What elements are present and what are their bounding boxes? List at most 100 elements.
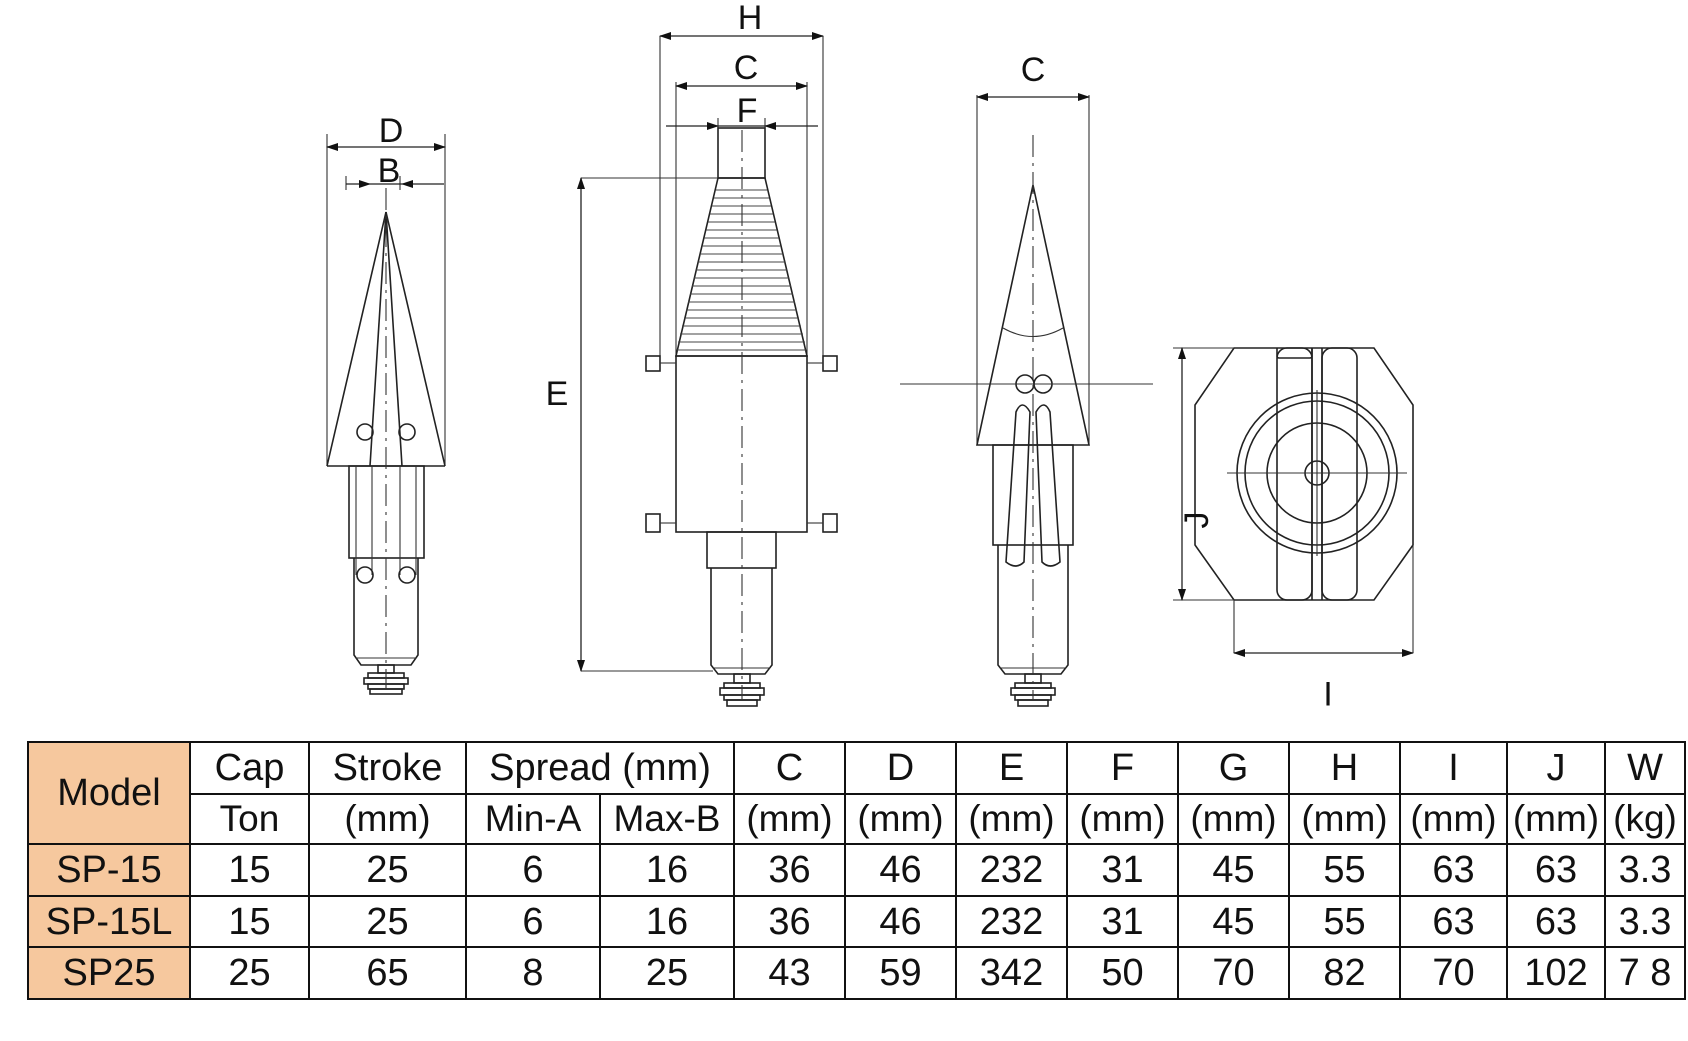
i-cell: 70 [1399, 946, 1508, 1000]
cap-cell: 15 [189, 894, 310, 949]
side-view: D B [326, 112, 446, 695]
g-cell: 45 [1177, 894, 1290, 949]
min-a-cell: 8 [465, 946, 601, 1000]
dimension-h: H [659, 0, 824, 40]
j-cell: 63 [1506, 894, 1606, 949]
i-cell: 63 [1399, 894, 1508, 949]
front-view: H C F E [546, 0, 838, 707]
model-cell: SP-15 [27, 843, 191, 897]
e-cell: 232 [955, 843, 1068, 897]
max-b-cell: 25 [599, 946, 735, 1000]
dimension-c-edge: C [976, 51, 1090, 101]
c-cell: 36 [733, 843, 846, 897]
h-cell: 55 [1288, 843, 1401, 897]
table-row: SP-15L 15 25 6 16 36 46 232 31 45 55 63 … [27, 894, 1686, 949]
dimension-label-b: B [378, 152, 401, 190]
d-cell: 46 [844, 894, 957, 949]
spec-table: Model Cap Stroke Spread (mm) C D E F G H… [27, 740, 1686, 1000]
header-w: W [1604, 741, 1686, 795]
header-spread: Spread (mm) [465, 741, 735, 795]
header-c: C [733, 741, 846, 795]
dimension-label-c-front: C [734, 49, 759, 87]
header-i: I [1399, 741, 1508, 795]
w-cell: 3.3 [1604, 894, 1686, 949]
g-cell: 70 [1177, 946, 1290, 1000]
header-d: D [844, 741, 957, 795]
header-sub-max-b: Max-B [599, 792, 735, 846]
header-row-sub: Ton (mm) Min-A Max-B (mm) (mm) (mm) (mm)… [28, 792, 1686, 846]
header-j: J [1506, 741, 1606, 795]
header-sub-j-unit: (mm) [1506, 792, 1606, 846]
dimension-b: B [346, 152, 444, 190]
max-b-cell: 16 [599, 894, 735, 949]
f-cell: 31 [1066, 843, 1179, 897]
header-sub-c-unit: (mm) [733, 792, 846, 846]
header-sub-e-unit: (mm) [955, 792, 1068, 846]
header-sub-min-a: Min-A [465, 792, 601, 846]
d-cell: 59 [844, 946, 957, 1000]
stroke-cell: 65 [308, 946, 467, 1000]
header-sub-ton: Ton [189, 792, 310, 846]
table-row: SP25 25 65 8 25 43 59 342 50 70 82 70 10… [27, 946, 1686, 1000]
header-cap: Cap [189, 741, 310, 795]
f-cell: 50 [1066, 946, 1179, 1000]
model-cell: SP-15L [27, 894, 191, 949]
edge-view: C [900, 51, 1153, 707]
header-f: F [1066, 741, 1179, 795]
max-b-cell: 16 [599, 843, 735, 897]
edge-view-outline [900, 95, 1153, 707]
header-sub-stroke-unit: (mm) [308, 792, 467, 846]
dimension-label-i: I [1323, 674, 1332, 712]
model-cell: SP25 [27, 946, 191, 1000]
j-cell: 63 [1506, 843, 1606, 897]
header-e: E [955, 741, 1068, 795]
cap-cell: 15 [189, 843, 310, 897]
dimension-c-front: C [675, 49, 808, 90]
c-cell: 36 [733, 894, 846, 949]
g-cell: 45 [1177, 843, 1290, 897]
dimension-label-h: H [738, 0, 763, 37]
dimension-label-d: D [379, 112, 404, 150]
dimension-d: D [326, 112, 446, 151]
e-cell: 342 [955, 946, 1068, 1000]
header-sub-d-unit: (mm) [844, 792, 957, 846]
min-a-cell: 6 [465, 894, 601, 949]
f-cell: 31 [1066, 894, 1179, 949]
side-view-outline [326, 134, 446, 695]
base-view: J I [1173, 347, 1414, 712]
header-model: Model [27, 740, 191, 846]
j-cell: 102 [1506, 946, 1606, 1000]
front-view-outline [581, 36, 838, 707]
stroke-cell: 25 [308, 843, 467, 897]
dimension-i: I [1233, 649, 1414, 712]
d-cell: 46 [844, 843, 957, 897]
c-cell: 43 [733, 946, 846, 1000]
header-g: G [1177, 741, 1290, 795]
w-cell: 3.3 [1604, 843, 1686, 897]
header-row-top: Model Cap Stroke Spread (mm) C D E F G H… [27, 740, 1686, 846]
stroke-cell: 25 [308, 894, 467, 949]
e-cell: 232 [955, 894, 1068, 949]
header-sub-i-unit: (mm) [1399, 792, 1508, 846]
header-sub-f-unit: (mm) [1066, 792, 1179, 846]
dimension-e: E [546, 177, 585, 672]
cap-cell: 25 [189, 946, 310, 1000]
h-cell: 55 [1288, 894, 1401, 949]
dimension-label-c-edge: C [1021, 51, 1046, 89]
header-h: H [1288, 741, 1401, 795]
dimension-label-e: E [546, 375, 569, 413]
dimension-f: F [666, 92, 818, 130]
dimension-label-f: F [737, 92, 758, 130]
min-a-cell: 6 [465, 843, 601, 897]
dimension-j: J [1178, 347, 1216, 601]
base-view-outline [1173, 347, 1414, 653]
h-cell: 82 [1288, 946, 1401, 1000]
header-sub-h-unit: (mm) [1288, 792, 1401, 846]
header-stroke: Stroke [308, 741, 467, 795]
header-sub-g-unit: (mm) [1177, 792, 1290, 846]
w-cell: 7 8 [1604, 946, 1686, 1000]
i-cell: 63 [1399, 843, 1508, 897]
table-row: SP-15 15 25 6 16 36 46 232 31 45 55 63 6… [27, 843, 1686, 897]
technical-drawing: D B [326, 0, 1414, 712]
dimension-label-j: J [1178, 512, 1216, 529]
